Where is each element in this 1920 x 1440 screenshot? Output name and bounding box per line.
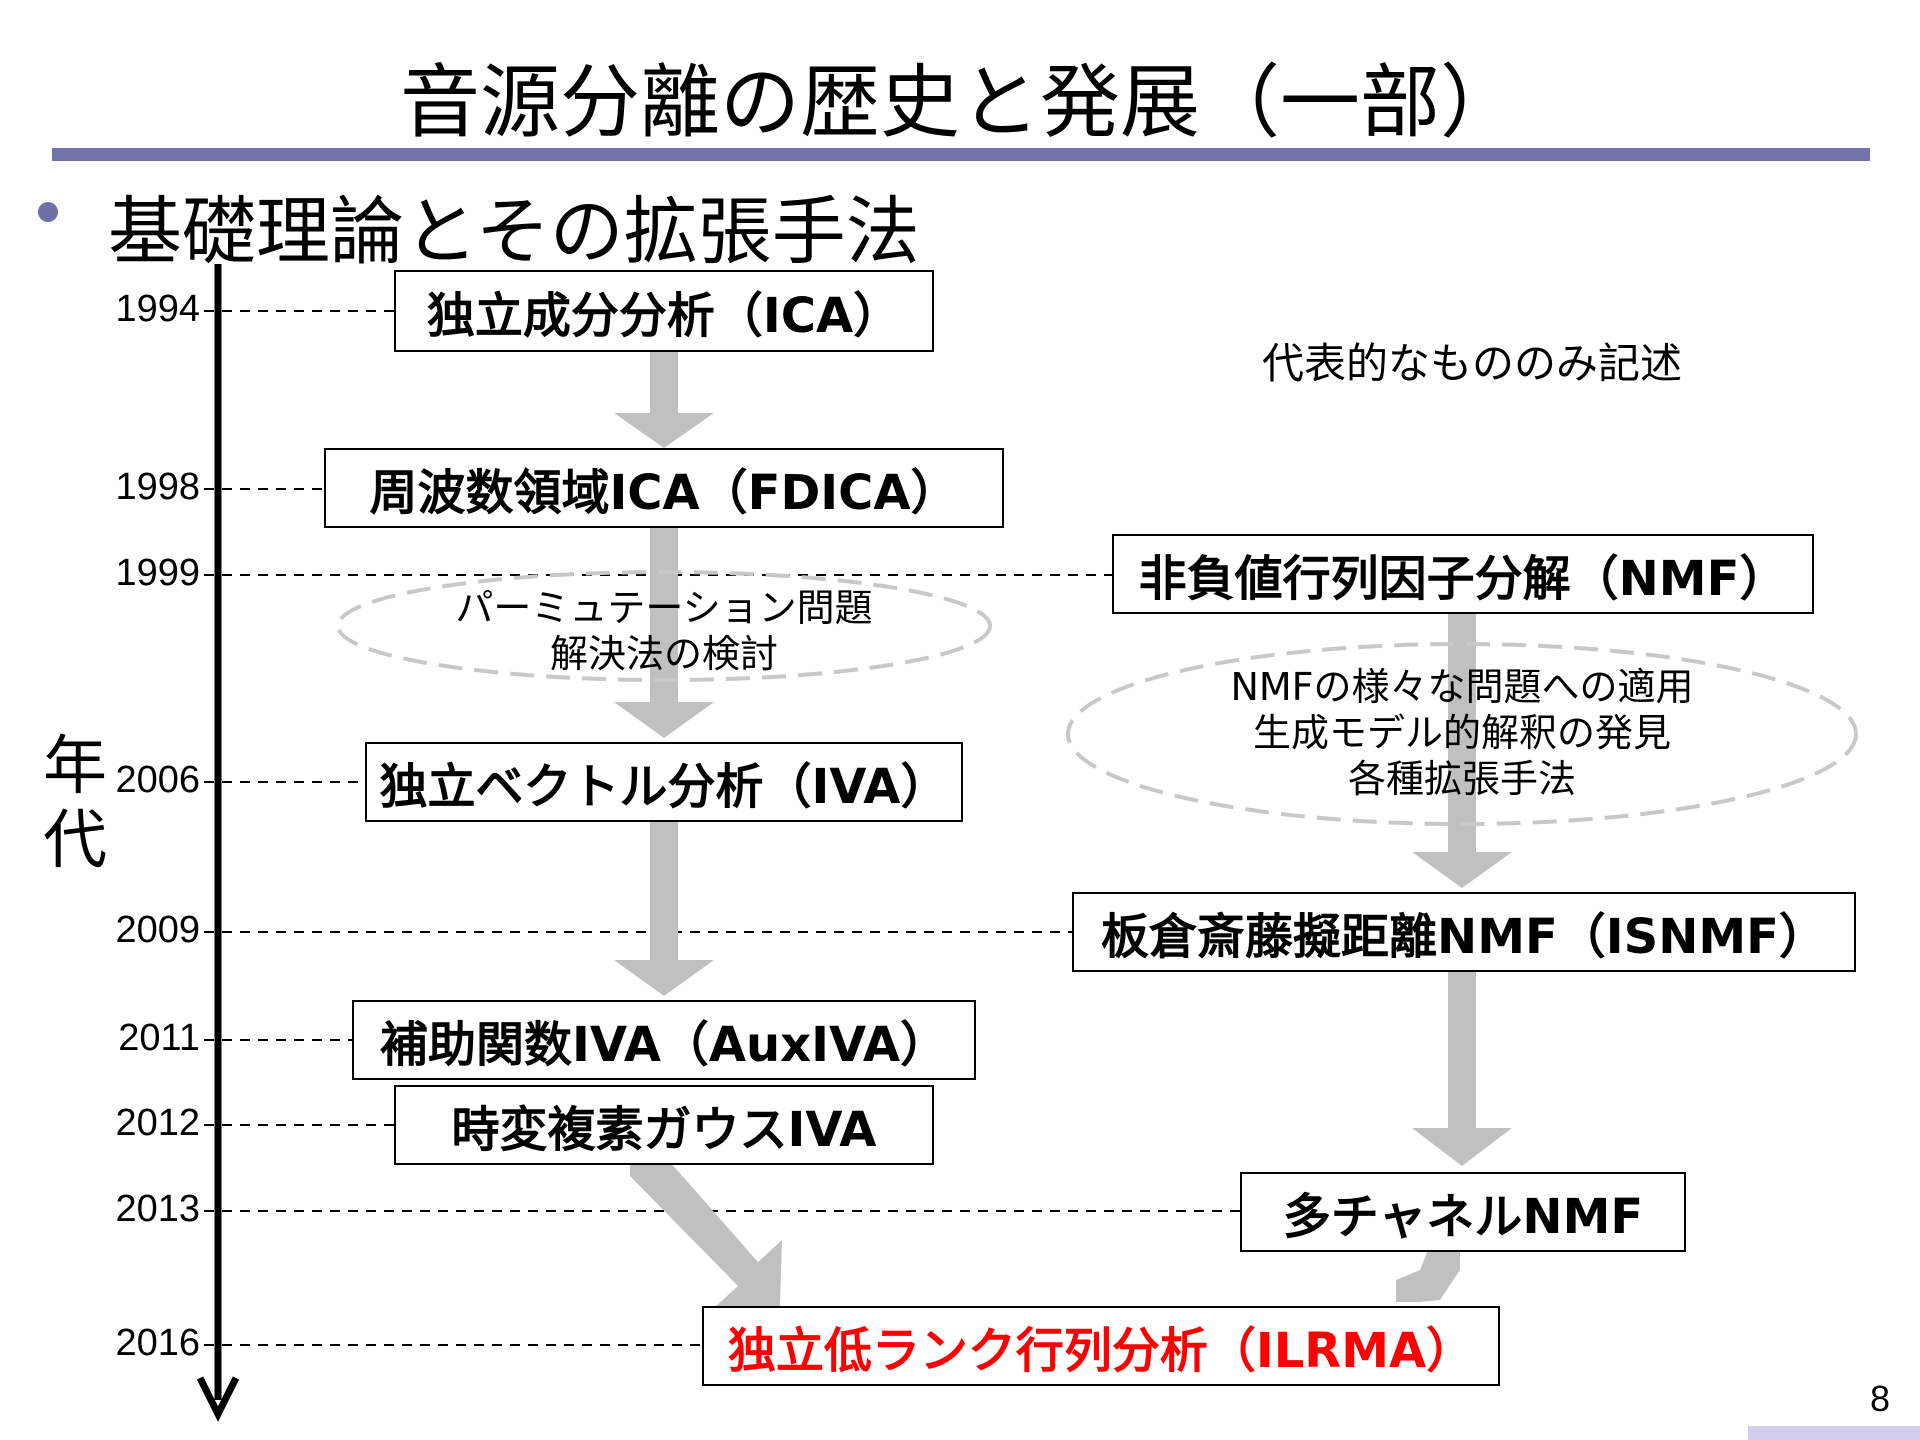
title-rule <box>52 148 1870 161</box>
arrow-tvciva-to-ilrma <box>630 1162 782 1306</box>
permutation-line-1: パーミュテーション問題 <box>455 586 873 630</box>
year-label-2011: 2011 <box>118 1017 200 1059</box>
corner-bar <box>1748 1426 1920 1440</box>
axis-label-char-2: 代 <box>43 804 107 878</box>
permutation-annotation: パーミュテーション問題 解決法の検討 <box>414 585 914 677</box>
nmf-dev-line-3: 各種拡張手法 <box>1347 757 1576 801</box>
arrow-iva-to-auxiva <box>614 822 714 996</box>
nmf-dev-line-2: 生成モデル的解釈の発見 <box>1252 711 1671 755</box>
node-ilrma: 独立低ランク行列分析（ILRMA） <box>702 1306 1500 1386</box>
year-label-2006: 2006 <box>115 759 200 801</box>
year-label-2016: 2016 <box>115 1322 200 1364</box>
page-number: 8 <box>1870 1378 1891 1419</box>
time-axis <box>196 264 240 1422</box>
year-label-2013: 2013 <box>115 1188 200 1230</box>
note-text: 代表的なもののみ記述 <box>1262 339 1683 388</box>
arrow-mnmf-to-ilrma <box>1396 1250 1460 1302</box>
year-label-1999: 1999 <box>115 552 200 594</box>
node-nmf: 非負値行列因子分解（NMF） <box>1112 534 1814 614</box>
node-iva: 独立ベクトル分析（IVA） <box>365 742 963 822</box>
arrow-isnmf-to-mnmf <box>1412 972 1512 1166</box>
nmf-dev-line-1: NMFの様々な問題への適用 <box>1230 665 1694 709</box>
arrow-ica-to-fdica <box>614 352 714 448</box>
bullet-heading: 基礎理論とその拡張手法 <box>108 189 920 275</box>
nmf-dev-annotation: NMFの様々な問題への適用 生成モデル的解釈の発見 各種拡張手法 <box>1162 664 1762 802</box>
year-label-1994: 1994 <box>115 288 200 330</box>
axis-label-char-1: 年 <box>43 730 107 804</box>
year-label-2009: 2009 <box>115 909 200 951</box>
node-isnmf: 板倉斎藤擬距離NMF（ISNMF） <box>1072 892 1856 972</box>
year-label-1998: 1998 <box>115 466 200 508</box>
arrow-nmf-to-isnmf <box>1412 614 1512 888</box>
bullet-dot <box>38 202 58 222</box>
node-fdica: 周波数領域ICA（FDICA） <box>324 448 1004 528</box>
node-tvc-iva: 時変複素ガウスIVA <box>394 1085 934 1165</box>
node-auxiva: 補助関数IVA（AuxIVA） <box>352 1000 976 1080</box>
axis-label: 年 代 <box>40 730 110 878</box>
page-title: 音源分離の歴史と発展（一部） <box>400 56 1520 149</box>
year-label-2012: 2012 <box>115 1102 200 1144</box>
permutation-line-2: 解決法の検討 <box>549 632 778 676</box>
node-ica: 独立成分分析（ICA） <box>394 270 934 352</box>
flow-arrows <box>614 352 1512 1306</box>
permutation-ellipse <box>336 570 992 682</box>
node-multichannel-nmf: 多チャネルNMF <box>1240 1172 1686 1252</box>
arrow-fdica-to-iva <box>614 528 714 738</box>
nmf-dev-ellipse <box>1066 642 1858 826</box>
